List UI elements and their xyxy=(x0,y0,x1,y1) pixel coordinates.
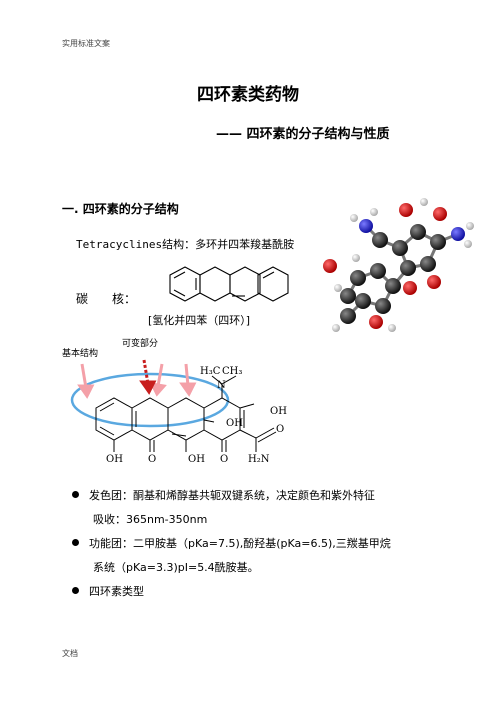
red-dotted-arrow xyxy=(139,359,157,395)
page-footer: 文档 xyxy=(62,649,78,658)
bullet-text: 功能团：二甲胺基（pKa=7.5),酚羟基(pKa=6.5),三羰基甲烷 xyxy=(89,537,391,550)
tetracyclines-term: Tetracyclines xyxy=(76,238,163,251)
atom-h3c: H₃C xyxy=(200,366,221,377)
bullet-types: 四环素类型 xyxy=(72,583,144,599)
atom-n: N xyxy=(217,380,226,391)
atom-h2n: H₂N xyxy=(248,454,270,465)
atom-oh-right: OH xyxy=(270,406,287,417)
tetracyclines-line: Tetracyclines结构：多环并四苯羧基酰胺 xyxy=(76,236,294,252)
bullet-text: 四环素类型 xyxy=(89,585,144,598)
page-header: 实用标准文案 xyxy=(62,39,110,48)
bullet-text: 发色团：酮基和烯醇基共轭双键系统，决定颜色和紫外特征 xyxy=(89,489,375,502)
bullet-chromophore: 发色团：酮基和烯醇基共轭双键系统，决定颜色和紫外特征 xyxy=(72,487,375,503)
core-label: 碳 核： xyxy=(76,292,137,306)
core-caption: [氢化并四苯（四环）] xyxy=(148,314,251,327)
tetracyclines-desc: 结构：多环并四苯羧基酰胺 xyxy=(162,238,295,251)
pink-arrows xyxy=(77,363,197,399)
bullet-functional-groups-cont: 系统（pKa=3.3)pI=5.4酰胺基。 xyxy=(93,561,259,574)
section-heading: 一. 四环素的分子结构 xyxy=(62,202,179,216)
highlight-ellipse xyxy=(70,372,230,428)
bullet-functional-groups: 功能团：二甲胺基（pKa=7.5),酚羟基(pKa=6.5),三羰基甲烷 xyxy=(72,535,391,551)
atom-oh-bottom-2: OH xyxy=(188,454,205,465)
bullet-dot xyxy=(72,491,79,498)
bullet-dot xyxy=(72,539,79,546)
bullet-dot xyxy=(72,587,79,594)
bullet-chromophore-cont: 吸收：365nm-350nm xyxy=(93,513,208,526)
atom-oh-bottom-1: OH xyxy=(106,454,123,465)
tetracycline-structure-diagram: 基本结构 可变部分 H₃C CH₃ N OH OH O O xyxy=(62,338,287,465)
page-title: 四环素类药物 xyxy=(197,85,299,105)
atom-o-bottom-1: O xyxy=(148,454,156,465)
carbon-core-diagram xyxy=(169,266,289,302)
atom-o-bottom-2: O xyxy=(220,454,228,465)
page-subtitle: —— 四环素的分子结构与性质 xyxy=(216,127,390,142)
basic-structure-label: 基本结构 xyxy=(62,347,98,359)
atom-o-right: O xyxy=(276,424,284,435)
atom-ch3: CH₃ xyxy=(222,366,242,377)
atom-oh-mid: OH xyxy=(226,418,243,429)
variable-part-label: 可变部分 xyxy=(122,338,158,349)
molecule-3d-model xyxy=(323,198,474,332)
